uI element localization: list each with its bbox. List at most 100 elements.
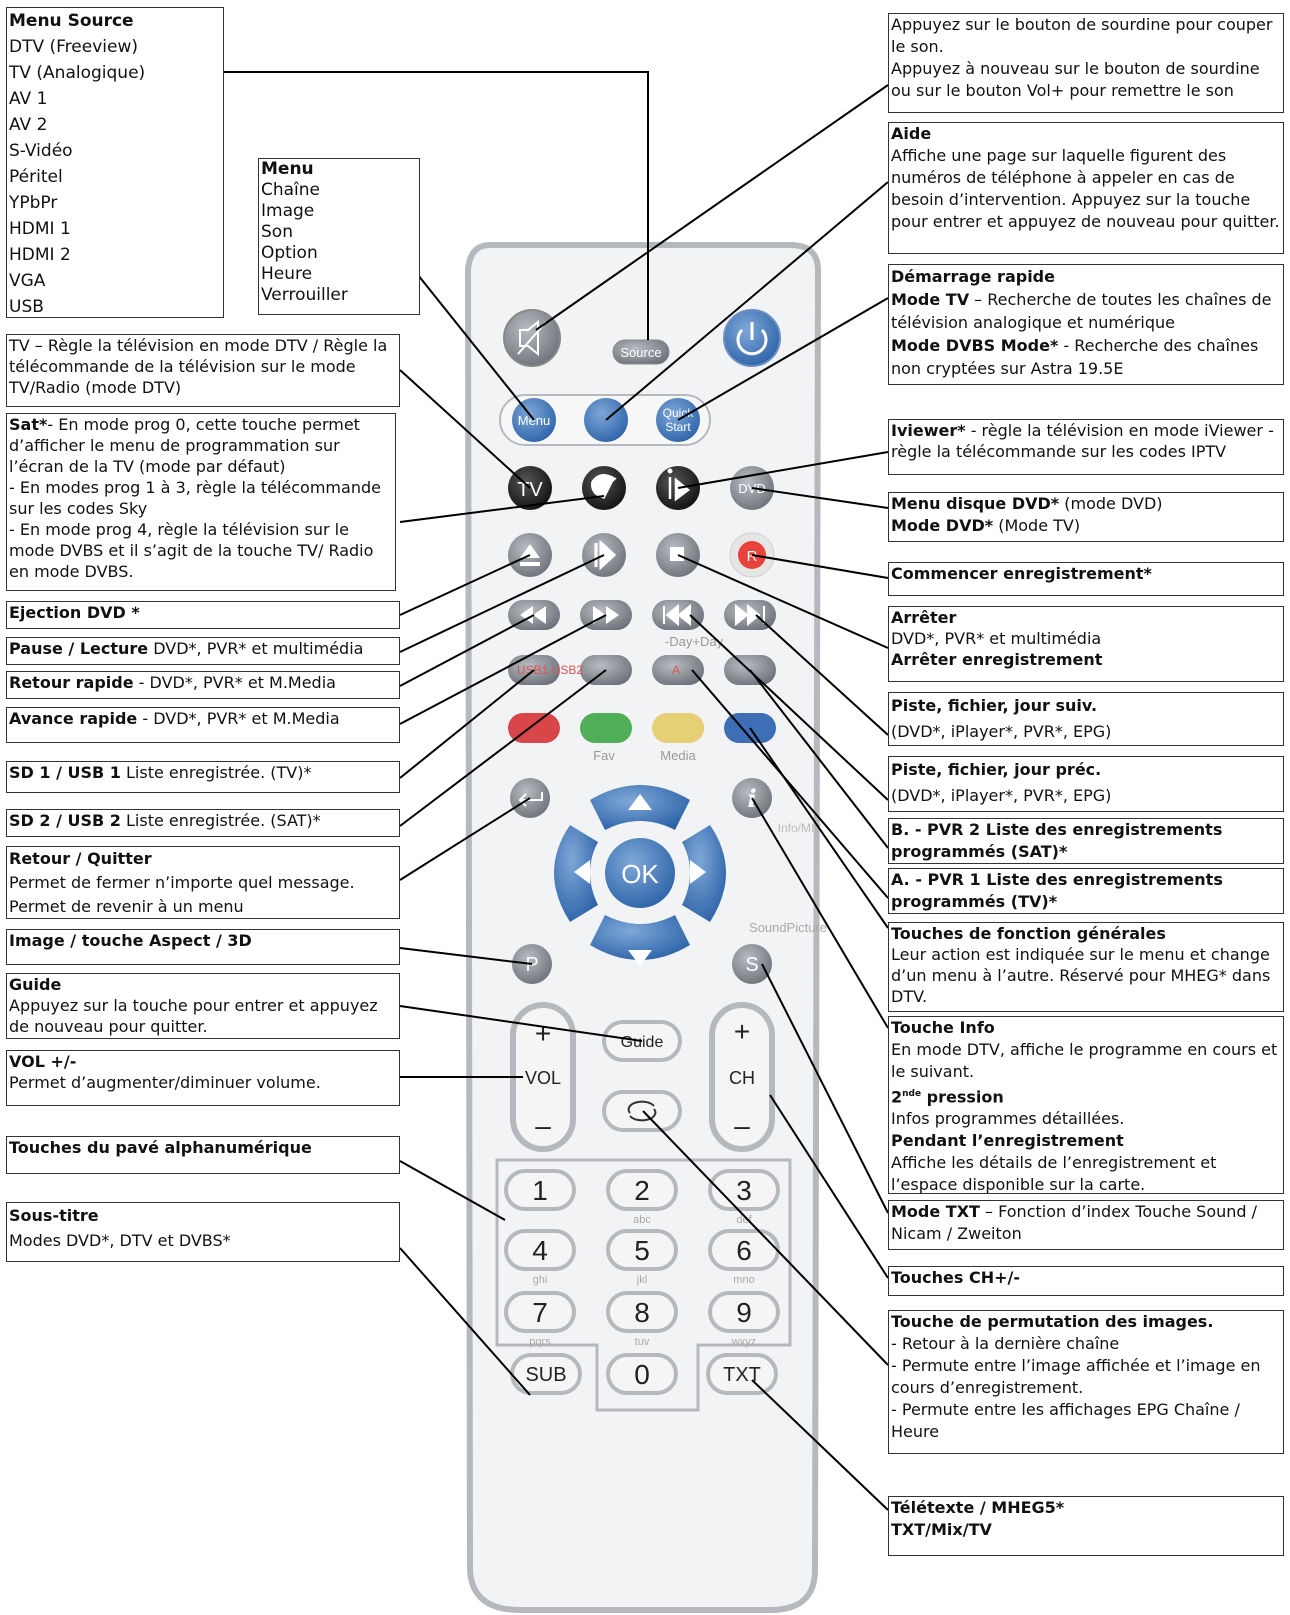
sat-line-2: - En modes prog 1 à 3, règle la télécomm… xyxy=(9,478,381,518)
number-key-2[interactable] xyxy=(606,1169,678,1211)
pvr1-label: A xyxy=(672,663,680,677)
sound-button[interactable] xyxy=(732,944,772,984)
tv-box: TV – Règle la télévision en mode DTV / R… xyxy=(6,334,400,407)
menu-source-item: AV 2 xyxy=(9,115,48,135)
number-key-label: 1 xyxy=(532,1175,548,1206)
key-letters-label: ghi xyxy=(533,1274,548,1286)
info-second-num: 2 xyxy=(891,1087,903,1107)
record-box: Commencer enregistrement* xyxy=(888,562,1284,596)
aide-title: Aide xyxy=(891,124,932,143)
yellow-key[interactable] xyxy=(652,713,704,743)
func-text: Leur action est indiquée sur le menu et … xyxy=(891,945,1271,1006)
dvd-line-2-title: Mode DVD* xyxy=(891,516,994,535)
number-key-9[interactable] xyxy=(708,1291,780,1333)
number-key-4[interactable] xyxy=(504,1229,576,1271)
pvr1-title: A. - PVR 1 Liste des enregistrements pro… xyxy=(891,870,1223,911)
key-letters-label: tuv xyxy=(635,1336,650,1348)
sub-label: SUB xyxy=(525,1364,566,1386)
ok-button[interactable] xyxy=(605,838,675,908)
number-key-1[interactable] xyxy=(504,1169,576,1211)
dvd-line-2-text: (Mode TV) xyxy=(993,516,1081,535)
tv-button-label: TV xyxy=(517,479,543,501)
iviewer-title: Iviewer* xyxy=(891,421,966,440)
key-letters-label: jkl xyxy=(636,1274,647,1286)
txt-mode-title: Mode TXT xyxy=(891,1202,980,1221)
record-label: R xyxy=(747,548,758,565)
leader-lines xyxy=(224,71,889,1511)
info-second-text: pression xyxy=(921,1087,1004,1107)
dvd-line-1-text: (mode DVD) xyxy=(1059,494,1163,513)
swap-line-1: - Retour à la dernière chaîne xyxy=(891,1334,1120,1353)
teletext-button[interactable] xyxy=(706,1353,778,1395)
iviewer-text: - règle la télévision en mode iViewer - … xyxy=(891,421,1274,461)
down-arrow-button[interactable] xyxy=(590,915,690,960)
alpha-title: Touches du pavé alphanumérique xyxy=(9,1138,312,1157)
satellite-dish-icon xyxy=(591,474,617,499)
stop-box: Arrêter DVD*, PVR* et multimédia Arrêter… xyxy=(888,606,1284,682)
sound-label: S xyxy=(745,954,758,976)
info-line-3: Affiche les détails de l’enregistrement … xyxy=(891,1153,1217,1195)
next-track-box: Piste, fichier, jour suiv. (DVD*, iPlaye… xyxy=(888,692,1284,746)
info-line-2: Infos programmes détaillées. xyxy=(891,1109,1125,1129)
sd2-title: SD 2 / USB 2 xyxy=(9,811,121,830)
channel-rocker[interactable] xyxy=(709,1002,775,1152)
info-mix-label: Info/MIX xyxy=(778,821,823,835)
menu-item: Option xyxy=(261,243,318,263)
ok-label: OK xyxy=(621,859,659,889)
dvd-box: Menu disque DVD* (mode DVD) Mode DVD* (M… xyxy=(888,492,1284,542)
alpha-box: Touches du pavé alphanumérique xyxy=(6,1136,400,1174)
menu-item: Verrouiller xyxy=(261,285,348,305)
rewind-title: Retour rapide xyxy=(9,673,134,692)
rewind-box: Retour rapide - DVD*, PVR* et M.Media xyxy=(6,671,400,699)
prev-track-box: Piste, fichier, jour préc. (DVD*, iPlaye… xyxy=(888,756,1284,812)
number-key-8[interactable] xyxy=(606,1291,678,1333)
key-letters-label: def xyxy=(736,1214,752,1226)
prev-text: (DVD*, iPlayer*, PVR*, EPG) xyxy=(891,786,1112,805)
picture-label: P xyxy=(525,954,538,976)
number-key-label: 2 xyxy=(634,1175,650,1206)
source-button[interactable] xyxy=(612,339,670,365)
vol-title: VOL +/- xyxy=(9,1052,77,1071)
txt-mode-text: – Fonction d’index Touche Sound / Nicam … xyxy=(891,1202,1258,1243)
menu-item: Son xyxy=(261,222,293,242)
stop-icon xyxy=(670,547,684,561)
ffwd-text: - DVD*, PVR* et M.Media xyxy=(137,709,340,728)
pvr1-button[interactable] xyxy=(652,655,704,685)
pause-box: Pause / Lecture DVD*, PVR* et multimédia xyxy=(6,637,400,665)
sd1-title: SD 1 / USB 1 xyxy=(9,763,121,782)
swap-button[interactable] xyxy=(602,1090,682,1132)
quick-tv-title: Mode TV xyxy=(891,290,970,309)
back-line-2: Permet de revenir à un menu xyxy=(9,897,244,916)
eject-title: Ejection DVD * xyxy=(9,603,140,622)
media-label: Media xyxy=(660,748,696,763)
pvr2-title: B. - PVR 2 Liste des enregistrements pro… xyxy=(891,820,1223,861)
ch-plus-label: + xyxy=(734,1016,750,1047)
up-arrow-icon xyxy=(628,794,652,810)
number-key-5[interactable] xyxy=(606,1229,678,1271)
menu-item: Image xyxy=(261,201,315,221)
menu-title: Menu xyxy=(261,159,314,179)
usb-label: USB1 USB2 xyxy=(517,663,583,677)
txt-mode-box: Mode TXT – Fonction d’index Touche Sound… xyxy=(888,1200,1284,1250)
vol-box: VOL +/- Permet d’augmenter/diminuer volu… xyxy=(6,1050,400,1106)
ffwd-title: Avance rapide xyxy=(9,709,138,728)
teletext-title: Télétexte / MHEG5* xyxy=(891,1498,1065,1517)
info-title: Touche Info xyxy=(891,1018,995,1037)
keypad-frame xyxy=(495,1158,792,1412)
number-key-7[interactable] xyxy=(504,1291,576,1333)
sub-title: Sous-titre xyxy=(9,1206,99,1225)
green-key[interactable] xyxy=(580,713,632,743)
menu-source-item: DTV (Freeview) xyxy=(9,37,138,57)
sat-text: - En mode prog 0, cette touche permet d’… xyxy=(9,415,360,476)
left-arrow-icon xyxy=(574,860,590,884)
source-label: Source xyxy=(620,345,661,360)
key-letters-label: mno xyxy=(733,1274,754,1286)
quick-dvbs-text: - Recherche des chaînes non cryptées sur… xyxy=(891,336,1259,378)
back-title: Retour / Quitter xyxy=(9,849,152,868)
number-key-0[interactable] xyxy=(606,1353,678,1395)
number-key-label: 7 xyxy=(532,1297,548,1328)
number-key-label: 0 xyxy=(634,1359,650,1390)
power-icon xyxy=(736,322,768,356)
